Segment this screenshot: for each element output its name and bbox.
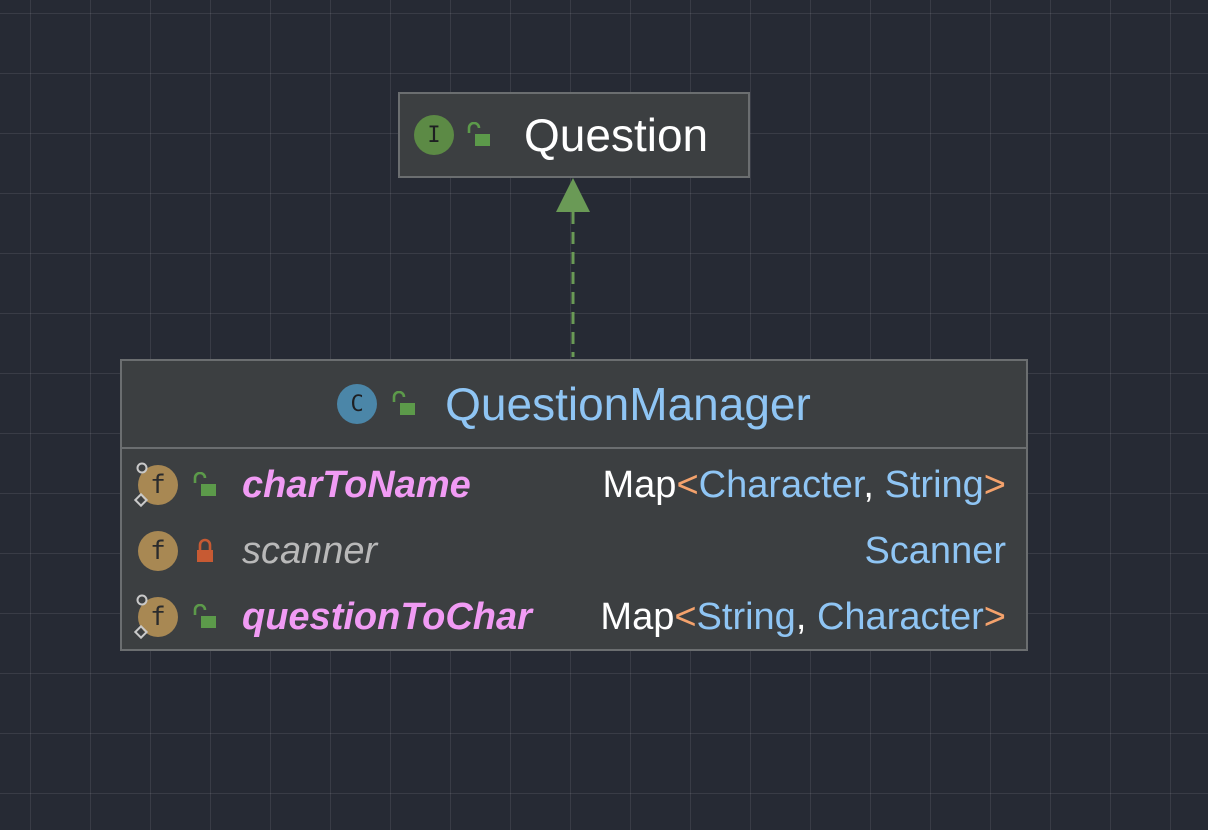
type-arg: String xyxy=(696,595,796,638)
field-kind-letter: f xyxy=(150,536,166,566)
field-icon: f xyxy=(138,531,178,571)
type-close-bracket: > xyxy=(983,463,1006,506)
field-type: Map<String, Character> xyxy=(600,596,1006,639)
field-kind-letter: f xyxy=(150,470,166,500)
field-row-questiontochar[interactable]: f questionToChar Map<String, Character> xyxy=(122,584,1026,650)
interface-header: I Question xyxy=(400,94,748,176)
class-header: C QuestionManager xyxy=(122,361,1026,449)
type-simple: Scanner xyxy=(864,529,1006,572)
field-type: Map<Character, String> xyxy=(603,464,1006,507)
private-lock-icon xyxy=(197,538,213,562)
type-arg: Character xyxy=(816,595,984,638)
class-kind-letter: C xyxy=(350,391,364,417)
interface-node-question[interactable]: I Question xyxy=(398,92,750,178)
static-final-icon xyxy=(134,462,149,508)
field-name: charToName xyxy=(242,463,471,506)
type-base: Map xyxy=(600,595,675,638)
type-close-bracket: > xyxy=(983,595,1006,638)
static-final-icon xyxy=(134,594,149,640)
implements-arrowhead xyxy=(556,178,590,212)
field-row-scanner[interactable]: f scanner Scanner xyxy=(122,518,1026,584)
field-row-chartoname[interactable]: f charToName Map<Character, String> xyxy=(122,452,1026,518)
public-lock-icon xyxy=(392,391,416,415)
field-name: questionToChar xyxy=(242,595,532,638)
public-lock-icon xyxy=(467,122,490,146)
type-separator: , xyxy=(863,463,885,506)
type-base: Map xyxy=(602,463,677,506)
field-name: scanner xyxy=(242,529,378,572)
class-title: QuestionManager xyxy=(445,378,811,430)
public-lock-icon xyxy=(193,472,216,496)
type-open-bracket: < xyxy=(674,595,697,638)
field-type: Scanner xyxy=(864,530,1006,573)
type-open-bracket: < xyxy=(676,463,699,506)
field-kind-letter: f xyxy=(150,602,166,632)
interface-kind-letter: I xyxy=(427,122,441,148)
type-separator: , xyxy=(795,595,817,638)
class-icon: C xyxy=(337,384,378,424)
interface-icon: I xyxy=(414,115,454,155)
interface-title: Question xyxy=(524,109,709,161)
type-arg: String xyxy=(884,463,984,506)
class-node-questionmanager[interactable]: C QuestionManager f charToName Map<Chara… xyxy=(120,359,1028,651)
type-arg: Character xyxy=(698,463,864,506)
public-lock-icon xyxy=(193,604,216,628)
